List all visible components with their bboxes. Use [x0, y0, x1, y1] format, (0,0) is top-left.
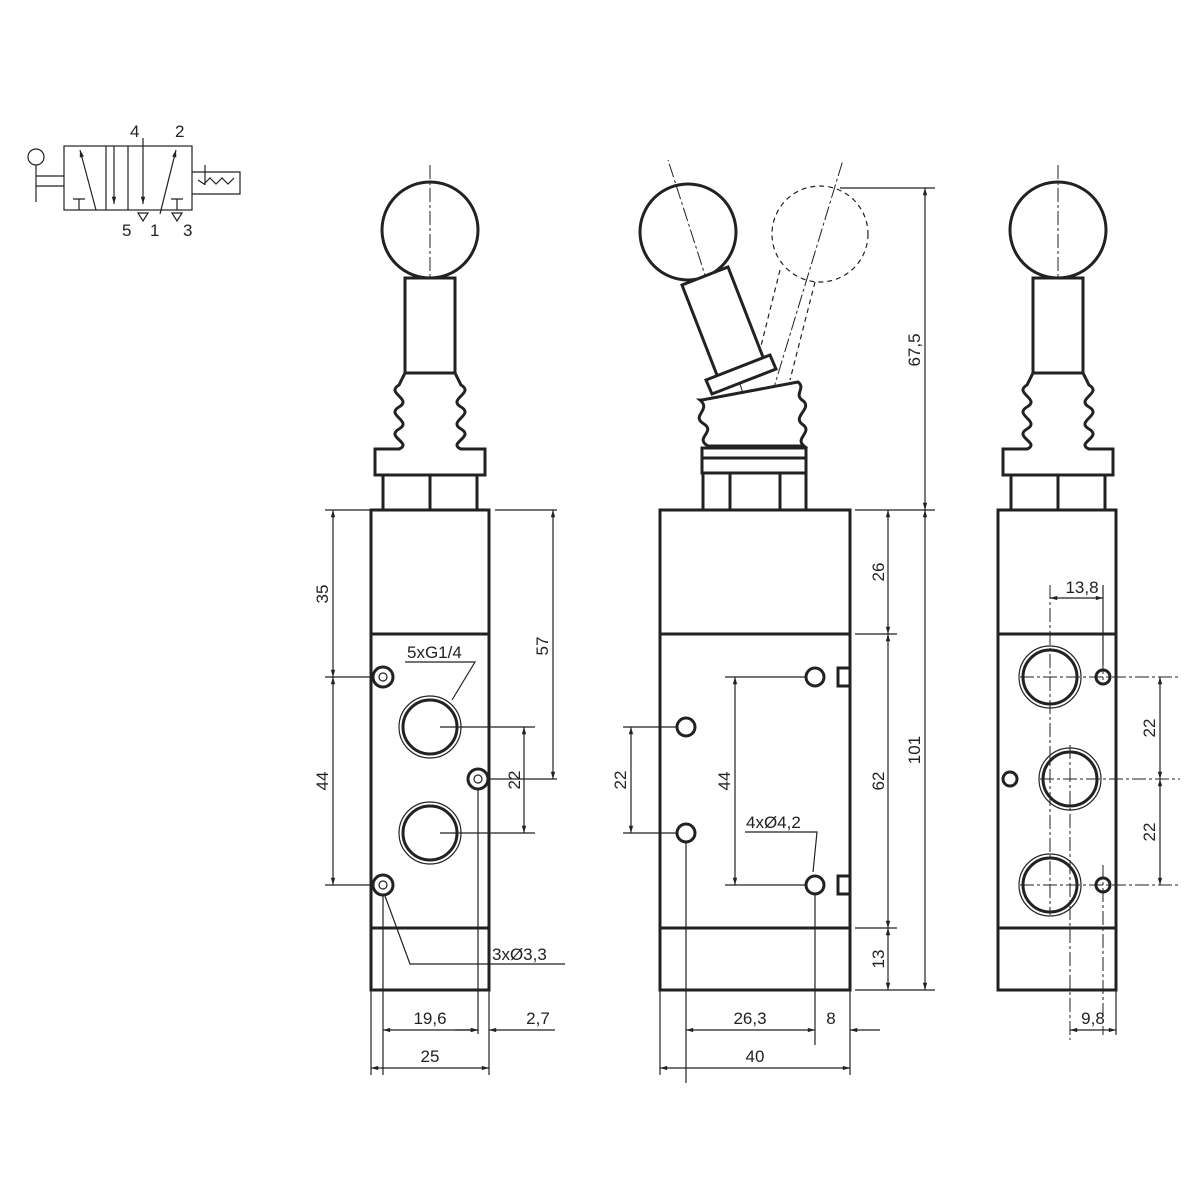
svg-text:57: 57 — [533, 637, 552, 656]
svg-text:4: 4 — [130, 122, 139, 141]
svg-text:67,5: 67,5 — [905, 333, 924, 366]
valve-body — [658, 508, 852, 992]
svg-text:62: 62 — [869, 772, 888, 791]
svg-text:5xG1/4: 5xG1/4 — [407, 643, 462, 662]
lever-alternate-position — [771, 185, 869, 283]
svg-text:25: 25 — [421, 1047, 440, 1066]
lever-knob — [638, 182, 738, 282]
svg-text:3: 3 — [183, 221, 192, 240]
svg-text:9,8: 9,8 — [1081, 1009, 1105, 1028]
svg-text:44: 44 — [715, 772, 734, 791]
svg-text:22: 22 — [1140, 719, 1159, 738]
svg-text:2,7: 2,7 — [526, 1009, 550, 1028]
svg-text:22: 22 — [1140, 823, 1159, 842]
svg-text:2: 2 — [175, 122, 184, 141]
front-view: 44 22 26 62 13 101 67,5 26,3 8 40 4xØ4,2 — [611, 159, 935, 1083]
valve-body — [369, 508, 491, 992]
svg-text:5: 5 — [122, 221, 131, 240]
svg-text:101: 101 — [905, 736, 924, 764]
left-view: 35 44 57 22 19,6 2,7 25 5xG1/4 3xØ3,3 — [313, 165, 565, 1075]
svg-text:1: 1 — [150, 221, 159, 240]
svg-text:26,3: 26,3 — [733, 1009, 766, 1028]
svg-text:3xØ3,3: 3xØ3,3 — [492, 945, 547, 964]
right-view: 13,8 22 22 9,8 — [996, 165, 1180, 1040]
svg-text:40: 40 — [746, 1047, 765, 1066]
svg-text:35: 35 — [313, 585, 332, 604]
svg-text:22: 22 — [611, 771, 630, 790]
svg-text:13: 13 — [869, 950, 888, 969]
spring-return-icon — [192, 165, 241, 195]
svg-text:8: 8 — [826, 1009, 835, 1028]
svg-text:44: 44 — [313, 772, 332, 791]
rubber-boot — [373, 371, 487, 477]
pneumatic-symbol: 4 2 5 1 3 — [27, 122, 241, 240]
svg-text:22: 22 — [505, 771, 524, 790]
lever-symbol-icon — [27, 148, 45, 166]
svg-text:4xØ4,2: 4xØ4,2 — [746, 813, 801, 832]
svg-text:19,6: 19,6 — [413, 1009, 446, 1028]
valve-body — [996, 508, 1118, 992]
svg-text:13,8: 13,8 — [1065, 578, 1098, 597]
svg-text:26: 26 — [869, 563, 888, 582]
